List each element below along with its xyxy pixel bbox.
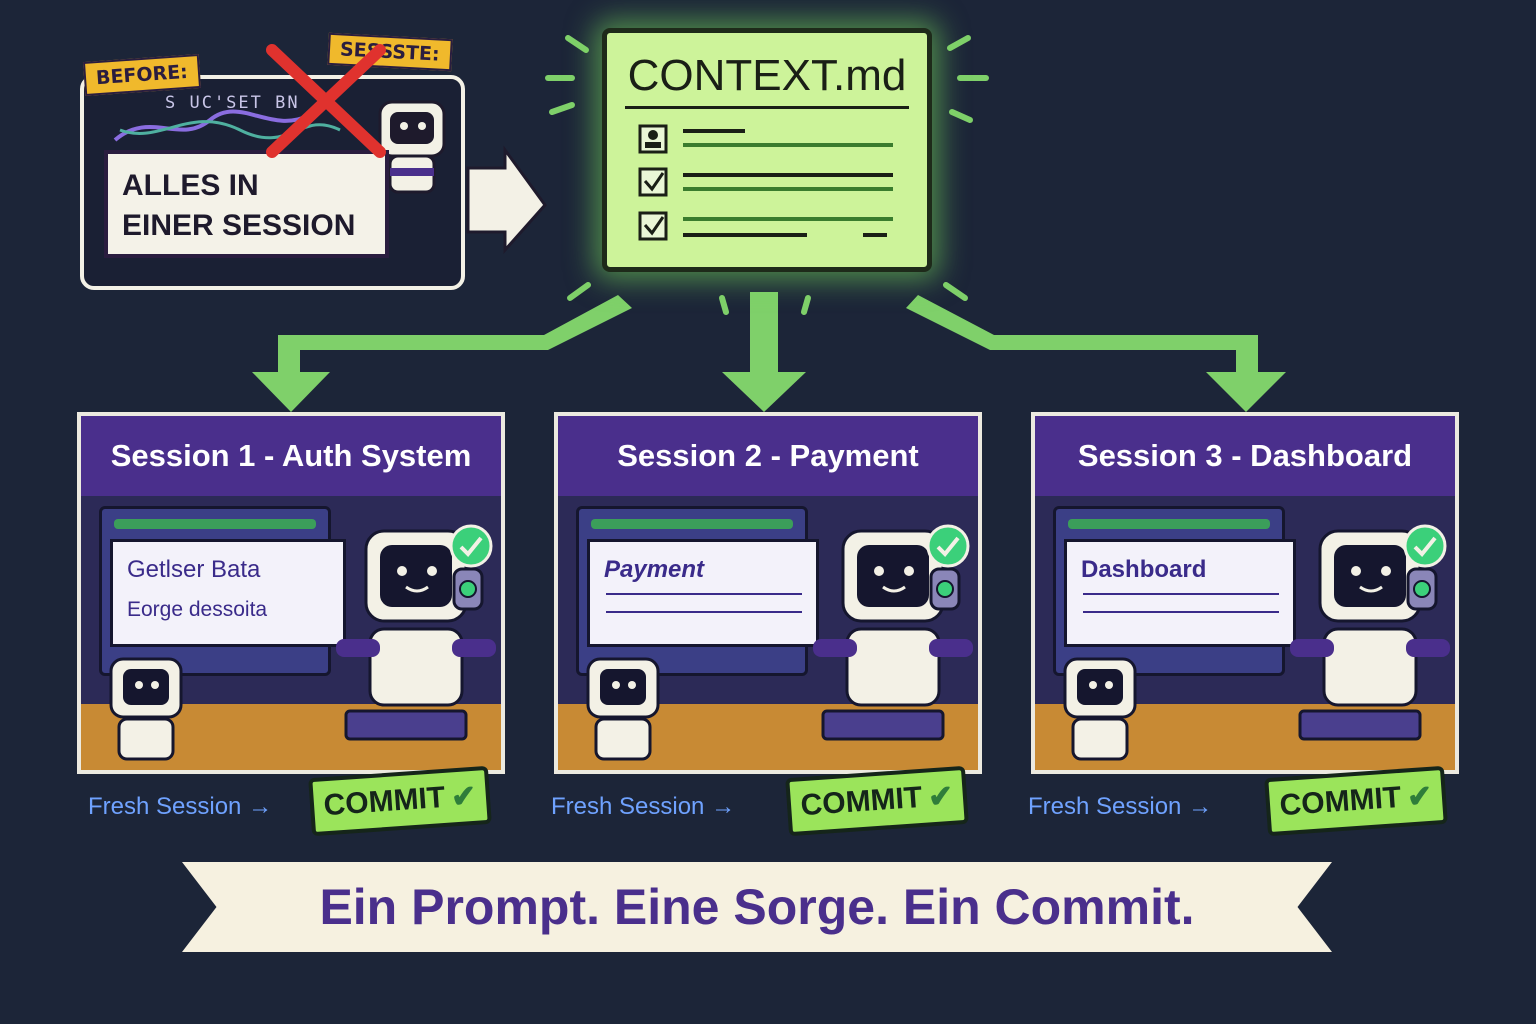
monitor: Payment [576, 506, 819, 676]
check-badge-icon [449, 524, 493, 568]
monitor: Getlser Bata Eorge dessoita [99, 506, 346, 676]
check-icon: ✔ [449, 779, 478, 814]
arrow-right-icon: → [248, 793, 273, 820]
session-title: Session 2 - Payment [558, 416, 978, 496]
branch-connectors [252, 292, 1286, 412]
context-card: CONTEXT.md [602, 28, 932, 272]
fresh-session-label-1: Fresh Session → [88, 793, 272, 821]
alles-line1: ALLES IN [122, 169, 259, 202]
before-to-context-arrow [466, 145, 547, 254]
robot-icon [378, 100, 446, 194]
small-robot-icon [1063, 657, 1137, 761]
fresh-session-text: Fresh Session [88, 793, 242, 820]
small-robot-icon [109, 657, 183, 761]
check-icon: ✔ [1405, 779, 1434, 814]
fresh-session-text: Fresh Session [1028, 793, 1182, 820]
alles-line2: EINER SESSION [122, 209, 356, 242]
session-card-2: Session 2 - Payment Payment [554, 412, 982, 774]
check-icon: ✔ [926, 779, 955, 814]
text-lines [606, 593, 802, 613]
messy-code-text: S UC'SET BN [165, 93, 300, 113]
checkbox-icon [638, 211, 668, 241]
profile-icon [638, 124, 668, 154]
session-card-3: Session 3 - Dashboard Dashboard [1031, 412, 1459, 774]
context-title: CONTEXT.md [627, 51, 907, 100]
arrow-right-icon: → [1188, 793, 1213, 820]
commit-text: COMMIT [1278, 780, 1403, 823]
arrow-right-icon: → [711, 793, 736, 820]
check-badge-icon [926, 524, 970, 568]
session-card-1: Session 1 - Auth System Getlser Bata Eor… [77, 412, 505, 774]
fresh-session-label-2: Fresh Session → [551, 793, 735, 821]
cross-icon [266, 44, 386, 158]
screen-line1: Getlser Bata [127, 556, 261, 583]
screen: Dashboard [1064, 539, 1296, 647]
text-lines [1083, 593, 1279, 613]
robot-icon [1290, 529, 1450, 741]
motto-banner: Ein Prompt. Eine Sorge. Ein Commit. [182, 862, 1332, 952]
monitor: Dashboard [1053, 506, 1296, 676]
screen: Getlser Bata Eorge dessoita [110, 539, 346, 647]
commit-text: COMMIT [322, 780, 447, 823]
screen-line2: Eorge dessoita [127, 598, 268, 621]
context-title-rule [625, 106, 909, 109]
small-robot-icon [586, 657, 660, 761]
fresh-session-label-3: Fresh Session → [1028, 793, 1212, 821]
tangled-lines-icon [113, 109, 341, 142]
session-title: Session 3 - Dashboard [1035, 416, 1455, 496]
commit-text: COMMIT [799, 780, 924, 823]
checkbox-icon [638, 167, 668, 197]
check-badge-icon [1403, 524, 1447, 568]
robot-icon [336, 529, 496, 741]
fresh-session-text: Fresh Session [551, 793, 705, 820]
screen: Payment [587, 539, 819, 647]
monitor-bar [1068, 519, 1270, 529]
alles-in-einer-session-box: ALLES IN EINER SESSION [104, 150, 389, 258]
robot-icon [813, 529, 973, 741]
glow-ticks [545, 35, 989, 315]
context-checklist [638, 124, 893, 241]
screen-line1: Payment [604, 556, 705, 583]
session-title: Session 1 - Auth System [81, 416, 501, 496]
monitor-bar [114, 519, 316, 529]
screen-line1: Dashboard [1081, 556, 1207, 583]
monitor-bar [591, 519, 793, 529]
